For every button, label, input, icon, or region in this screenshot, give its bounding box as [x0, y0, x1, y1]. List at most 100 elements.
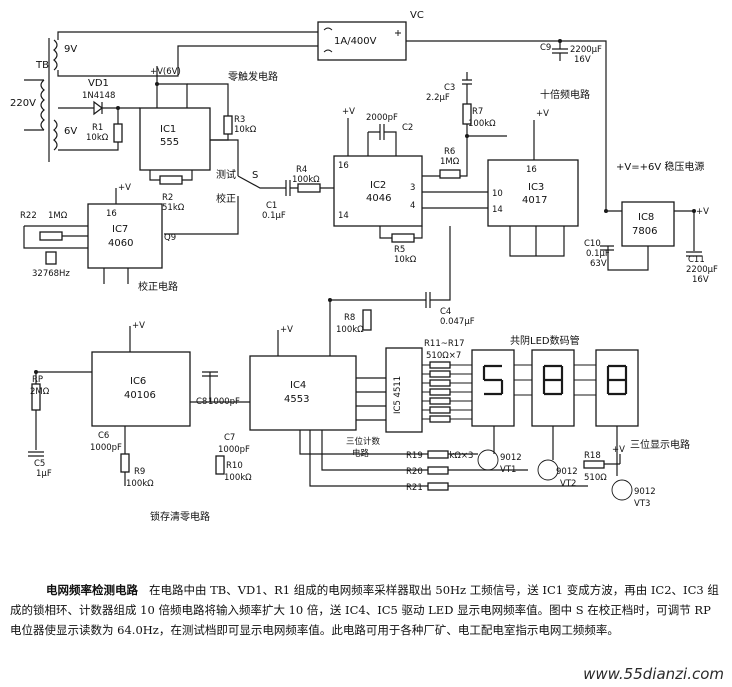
- r6-value: 1MΩ: [440, 157, 460, 167]
- r5-resistor: [391, 233, 415, 243]
- c11-symbol: [686, 251, 702, 257]
- x10-label: 十倍频电路: [540, 88, 590, 101]
- ic6-part: 40106: [124, 390, 156, 401]
- vt1-transistor: [477, 449, 499, 471]
- r8-value: 100kΩ: [336, 325, 364, 335]
- r19-label: R19: [406, 451, 423, 461]
- ic8-box: [621, 201, 675, 247]
- ic5-label: IC5 4511: [393, 376, 403, 414]
- c2-value: 2000pF: [366, 113, 398, 123]
- r5-label: R5: [394, 245, 405, 255]
- digit-select-wires: [299, 430, 588, 487]
- switch-s-label: S: [252, 170, 258, 181]
- c3-r7-wires: [422, 72, 507, 177]
- regulator-wires: [606, 210, 695, 271]
- rp-value: 2MΩ: [30, 387, 50, 397]
- ic4-vplus: +V: [280, 325, 293, 335]
- c6-label: C6: [98, 431, 109, 441]
- ic8-label: IC8: [638, 212, 654, 223]
- digit-segments: [482, 364, 628, 396]
- c3-value: 2.2μF: [426, 93, 450, 103]
- r10-resistor: [215, 455, 225, 475]
- r18-value: 510Ω: [584, 473, 607, 483]
- r11-17-label: R11~R17: [424, 339, 465, 349]
- ic7-osc-wires: [23, 225, 88, 249]
- r7-label: R7: [472, 107, 483, 117]
- vt2-part: 9012: [556, 467, 578, 477]
- calib-label: 校正: [216, 192, 236, 205]
- ic3-ground: [509, 226, 565, 257]
- ic1-supply: +V(6V): [150, 67, 181, 77]
- ic2-pin14: 14: [338, 211, 349, 221]
- c11-value: 2200μF: [686, 265, 718, 275]
- r8-resistor: [362, 309, 372, 331]
- r19-21-value: 1kΩ×3: [444, 451, 473, 461]
- c5-label: C5: [34, 459, 45, 469]
- r4-value: 100kΩ: [292, 175, 320, 185]
- r6-label: R6: [444, 147, 455, 157]
- calib-circuit-label: 校正电路: [138, 280, 178, 293]
- c9-label: C9: [540, 43, 551, 53]
- ic1-label: IC1: [160, 124, 176, 135]
- bridge-label: 1A/400V: [334, 36, 377, 47]
- ic8-part: 7806: [632, 226, 657, 237]
- caption: 电网频率检测电路 在电路中由 TB、VD1、R1 组成的电网频率采样器取出 50…: [10, 580, 722, 640]
- r1-resistor: [113, 123, 123, 143]
- r6-resistor: [439, 169, 461, 179]
- ic2-label: IC2: [370, 180, 386, 191]
- r9-resistor: [120, 453, 130, 473]
- ic6-label: IC6: [130, 376, 146, 387]
- ic2-vplus: +V: [342, 107, 355, 117]
- ic3-box: [487, 159, 579, 227]
- r1-label: R1: [92, 123, 103, 133]
- vt3-part: 9012: [634, 487, 656, 497]
- digit-bus: [514, 364, 596, 396]
- digit-commons: [493, 426, 618, 476]
- ic6-box: [91, 351, 191, 427]
- c1-label: C1: [266, 201, 277, 211]
- r9-label: R9: [134, 467, 145, 477]
- bridge-marks: [323, 27, 401, 53]
- c6-value: 1000pF: [90, 443, 122, 453]
- vt1-part: 9012: [500, 453, 522, 463]
- vt2-transistor: [537, 459, 559, 481]
- c3-label: C3: [444, 83, 455, 93]
- c9-symbol: [552, 41, 568, 61]
- c1-value: 0.1μF: [262, 211, 286, 221]
- r11-17-value: 510Ω×7: [426, 351, 461, 361]
- r10-value: 100kΩ: [224, 473, 252, 483]
- vd1-label: VD1: [88, 78, 109, 89]
- c4-label: C4: [440, 307, 451, 317]
- ic2-pin16: 16: [338, 161, 349, 171]
- c10-voltage: 63V: [590, 259, 607, 269]
- ic7-vplus: +V: [118, 183, 131, 193]
- ic2-part: 4046: [366, 193, 391, 204]
- regulator-label: +V=+6V 稳压电源: [616, 160, 704, 173]
- r2-wires: [149, 170, 193, 181]
- c4-value: 0.047μF: [440, 317, 475, 327]
- transformer-primary: [40, 79, 45, 131]
- bridge-out-positive: [406, 40, 607, 211]
- c4-wires: [330, 226, 451, 308]
- c10-symbol: [600, 245, 614, 251]
- tb-label: TB: [35, 60, 49, 71]
- ic3-part: 4017: [522, 195, 547, 206]
- v9-label: 9V: [64, 44, 77, 55]
- r7-value: 100kΩ: [468, 119, 496, 129]
- ic1-part: 555: [160, 137, 179, 148]
- c9-value: 2200μF: [570, 45, 602, 55]
- c5-value: 1μF: [36, 469, 52, 479]
- ic3-pin14: 14: [492, 205, 503, 215]
- r21-label: R21: [406, 483, 423, 493]
- ic7-part: 4060: [108, 238, 133, 249]
- r21-resistor: [427, 482, 449, 491]
- ic7-ground: [103, 268, 129, 284]
- ic3-pin16: 16: [526, 165, 537, 175]
- c2-label: C2: [402, 123, 413, 133]
- digit-2: [531, 349, 575, 427]
- c7-value: 1000pF: [218, 445, 250, 455]
- vc-label: VC: [410, 10, 424, 21]
- mains-leads: [24, 79, 44, 131]
- vd1-diode: [58, 100, 140, 116]
- bridge-rectifier: [317, 21, 407, 61]
